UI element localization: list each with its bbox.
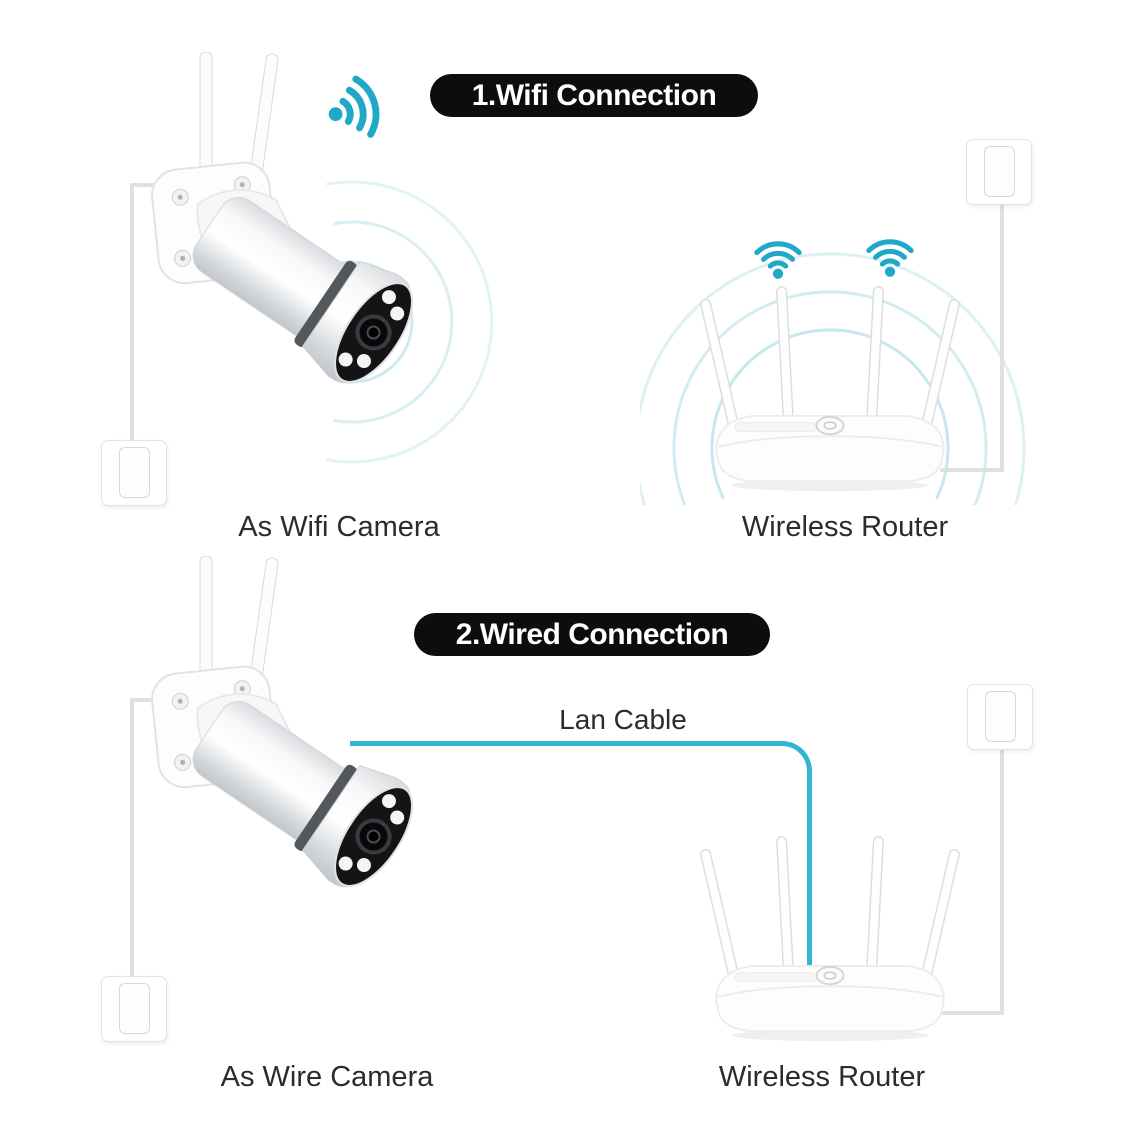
router-power-cable-2-drop [1000,749,1004,1015]
wall-outlet-left-2 [101,976,167,1042]
lan-cable [350,741,812,987]
wireless-router-label-1: Wireless Router [741,511,949,543]
wall-outlet-top-right-1 [966,139,1032,205]
wire-camera-illustration [108,556,418,901]
wall-outlet-left-1 [101,440,167,506]
router-power-cable-1 [940,468,1003,472]
router-power-cable-1-drop [1000,204,1004,472]
outlet-socket [119,983,150,1034]
camera-power-cable-1-drop [130,185,134,442]
router-signal-arcs [640,252,1026,505]
camera-power-cable-2-drop [130,700,134,978]
wall-outlet-top-right-2 [967,684,1033,750]
router-power-cable-2 [912,1011,1003,1015]
outlet-socket [119,447,150,498]
outlet-socket [984,146,1015,197]
wired-connection-banner: 2.Wired Connection [414,613,770,656]
wireless-router-illustration-1 [695,280,965,494]
outlet-socket [985,691,1016,742]
lan-cable-label: Lan Cable [559,704,687,735]
router-wifi-signal-icon-left [744,222,812,282]
wifi-camera-label: As Wifi Camera [238,511,440,543]
wireless-router-illustration-2 [695,830,965,1044]
wifi-connection-banner: 1.Wifi Connection [430,74,758,117]
router-wifi-signal-icon-right [856,220,924,280]
wire-camera-label: As Wire Camera [220,1061,434,1093]
wireless-router-label-2: Wireless Router [718,1061,926,1093]
